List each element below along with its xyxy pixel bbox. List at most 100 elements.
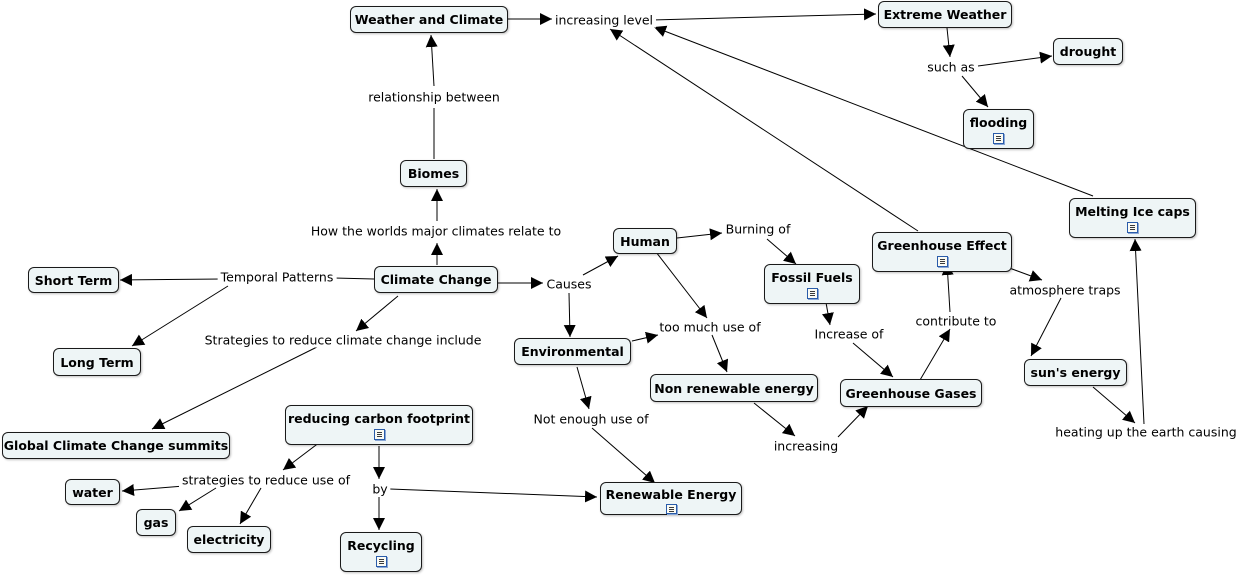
- concept-label: Biomes: [407, 166, 460, 181]
- concept-label: Fossil Fuels: [771, 270, 853, 285]
- concept-recycling[interactable]: Recycling: [340, 532, 422, 572]
- concept-label: Environmental: [521, 344, 624, 359]
- concept-label: electricity: [193, 532, 265, 547]
- connector: [655, 251, 708, 319]
- connector: [239, 487, 262, 525]
- concept-weather-and-climate[interactable]: Weather and Climate: [350, 6, 508, 33]
- document-icon[interactable]: [1127, 222, 1138, 233]
- link-burning-of[interactable]: Burning of: [722, 221, 794, 237]
- link-by[interactable]: by: [369, 481, 391, 497]
- link-causes[interactable]: Causes: [543, 276, 595, 292]
- concept-environmental[interactable]: Environmental: [514, 338, 631, 365]
- connector: [753, 402, 796, 437]
- connector: [591, 427, 656, 484]
- connector: [631, 331, 659, 344]
- connector: [131, 285, 229, 347]
- concept-water[interactable]: water: [65, 479, 120, 505]
- concept-label: Non renewable energy: [654, 380, 814, 396]
- concept-label: flooding: [969, 115, 1028, 130]
- link-how-worlds-climates[interactable]: How the worlds major climates relate to: [307, 223, 565, 239]
- link-increasing-level[interactable]: increasing level: [551, 12, 657, 28]
- link-increase-of[interactable]: Increase of: [811, 326, 887, 342]
- link-heating-up[interactable]: heating up the earth causing: [1052, 424, 1236, 440]
- connector: [919, 328, 951, 381]
- concept-greenhouse-gases[interactable]: Greenhouse Gases: [840, 379, 982, 407]
- document-icon[interactable]: [936, 256, 948, 267]
- concept-reducing-carbon-footprint[interactable]: reducing carbon footprint: [285, 405, 473, 445]
- concept-label: Short Term: [34, 272, 113, 288]
- connector: [1129, 238, 1145, 425]
- link-too-much-use-of[interactable]: too much use of: [656, 319, 764, 335]
- link-atmosphere-traps[interactable]: atmosphere traps: [1006, 282, 1124, 298]
- link-not-enough-use-of[interactable]: Not enough use of: [530, 411, 652, 427]
- concept-drought[interactable]: drought: [1053, 38, 1123, 65]
- connector: [576, 366, 592, 410]
- concept-greenhouse-effect[interactable]: Greenhouse Effect: [872, 232, 1012, 272]
- connector: [977, 51, 1053, 67]
- concept-suns-energy[interactable]: sun's energy: [1024, 359, 1127, 386]
- link-contribute-to[interactable]: contribute to: [912, 313, 1000, 329]
- connector: [151, 345, 320, 430]
- document-icon[interactable]: [375, 556, 387, 567]
- link-increasing[interactable]: increasing: [770, 438, 842, 454]
- concept-fossil-fuels[interactable]: Fossil Fuels: [764, 264, 860, 304]
- document-icon[interactable]: [806, 288, 818, 299]
- concept-label: water: [72, 484, 113, 500]
- concept-label: drought: [1059, 44, 1117, 59]
- connector: [766, 238, 797, 265]
- concept-climate-change[interactable]: Climate Change: [374, 266, 498, 293]
- link-such-as[interactable]: such as: [924, 59, 978, 75]
- link-strategies-include[interactable]: Strategies to reduce climate change incl…: [201, 332, 485, 348]
- concept-label: Greenhouse Effect: [877, 238, 1007, 253]
- concept-label: Recycling: [347, 538, 415, 553]
- concept-non-renewable-energy[interactable]: Non renewable energy: [650, 374, 818, 402]
- document-icon[interactable]: [993, 133, 1004, 144]
- concept-label: Extreme Weather: [883, 7, 1007, 22]
- concept-label: Climate Change: [380, 272, 492, 287]
- concept-gas[interactable]: gas: [136, 509, 176, 536]
- connector: [119, 273, 223, 286]
- link-relationship-between[interactable]: relationship between: [365, 89, 503, 105]
- document-icon[interactable]: [665, 504, 677, 514]
- concept-short-term[interactable]: Short Term: [28, 267, 119, 293]
- concept-label: Human: [620, 233, 670, 249]
- concept-label: Global Climate Change summits: [3, 438, 229, 453]
- concept-label: Weather and Climate: [354, 12, 504, 27]
- concept-biomes[interactable]: Biomes: [400, 160, 467, 187]
- concept-label: reducing carbon footprint: [287, 411, 471, 426]
- connector: [355, 295, 399, 332]
- link-strategies-reduce-use[interactable]: strategies to reduce use of: [178, 472, 354, 488]
- concept-label: Greenhouse Gases: [845, 385, 977, 401]
- concept-long-term[interactable]: Long Term: [53, 348, 141, 376]
- connector: [676, 228, 723, 241]
- connector: [389, 488, 598, 503]
- connector: [711, 334, 729, 373]
- concept-electricity[interactable]: electricity: [187, 526, 271, 553]
- connector: [563, 292, 576, 338]
- concept-renewable-energy[interactable]: Renewable Energy: [600, 482, 742, 515]
- connector: [852, 342, 894, 378]
- connector: [121, 484, 185, 497]
- connector: [651, 8, 877, 21]
- connector: [961, 75, 989, 108]
- concept-label: sun's energy: [1030, 365, 1121, 380]
- document-icon[interactable]: [373, 429, 385, 440]
- concept-label: Melting Ice caps: [1075, 204, 1190, 219]
- connector: [609, 28, 919, 232]
- link-temporal-patterns[interactable]: Temporal Patterns: [217, 269, 337, 285]
- connector: [425, 34, 438, 87]
- connector: [1092, 386, 1136, 424]
- connector: [582, 255, 619, 276]
- concept-global-climate-change-summits[interactable]: Global Climate Change summits: [2, 432, 230, 459]
- concept-flooding[interactable]: flooding: [963, 109, 1034, 149]
- connector: [653, 25, 1094, 197]
- concept-label: gas: [143, 515, 169, 530]
- connector: [942, 27, 955, 58]
- connector: [837, 405, 869, 438]
- concept-melting-ice-caps[interactable]: Melting Ice caps: [1069, 198, 1196, 238]
- concept-human[interactable]: Human: [613, 228, 677, 254]
- connector: [178, 487, 217, 512]
- connector: [1030, 297, 1062, 357]
- concept-extreme-weather[interactable]: Extreme Weather: [878, 1, 1012, 28]
